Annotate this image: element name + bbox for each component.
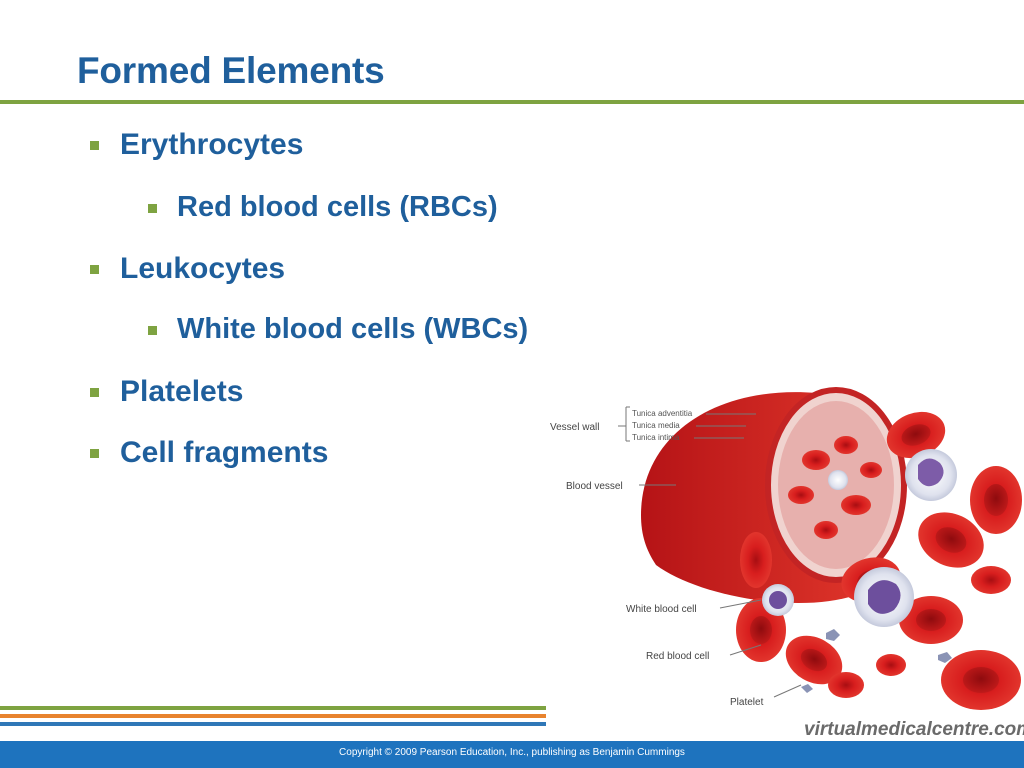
label-white-blood-cell: White blood cell — [626, 604, 697, 615]
copyright-text: Copyright © 2009 Pearson Education, Inc.… — [339, 747, 685, 758]
label-tunica-media: Tunica media — [632, 421, 680, 430]
bullet-item: Platelets — [90, 375, 244, 409]
slide-title: Formed Elements — [77, 50, 385, 91]
blood-vessel-diagram: Vessel wall Tunica adventitia Tunica med… — [550, 387, 1024, 740]
label-tunica-intima: Tunica intima — [632, 433, 680, 442]
bullet-marker-icon — [90, 388, 99, 397]
bullet-text: Leukocytes — [120, 252, 286, 285]
bullet-item: Erythrocytes — [90, 128, 304, 162]
bullet-marker-icon — [148, 204, 157, 213]
platelet-shape — [801, 684, 813, 693]
rbc-shape — [834, 436, 858, 454]
bullet-item: Cell fragments — [90, 436, 329, 470]
bullet-text: Platelets — [120, 375, 244, 408]
footer-stripe-orange — [0, 714, 546, 718]
bullet-item: White blood cells (WBCs) — [148, 313, 529, 346]
label-tunica-adventitia: Tunica adventitia — [632, 409, 693, 418]
bullet-item: Red blood cells (RBCs) — [148, 191, 498, 224]
platelet-shape — [938, 652, 952, 663]
platelet-shape — [826, 629, 840, 641]
rbc-shape — [828, 672, 864, 698]
label-platelet: Platelet — [730, 697, 764, 708]
rbc-shape — [971, 566, 1011, 594]
watermark-logo: virtualmedicalcentre.com — [804, 719, 1024, 740]
rbc-shape — [876, 654, 906, 676]
label-blood-vessel: Blood vessel — [566, 481, 623, 492]
bullet-item: Leukocytes — [90, 252, 286, 286]
rbc-shape — [802, 450, 830, 470]
rbc-shape — [860, 462, 882, 478]
rbc-shape — [740, 532, 772, 588]
footer-stripe-green — [0, 706, 546, 710]
bullet-marker-icon — [90, 449, 99, 458]
bullet-marker-icon — [90, 141, 99, 150]
footer-bar — [0, 741, 1024, 768]
bullet-marker-icon — [148, 326, 157, 335]
rbc-shape — [788, 486, 814, 504]
rbc-shape — [841, 495, 871, 515]
blood-cells-illustration: Vessel wall Tunica adventitia Tunica med… — [546, 365, 1024, 742]
title-divider — [0, 100, 1024, 104]
bullet-text: Red blood cells (RBCs) — [177, 191, 498, 223]
label-vessel-wall: Vessel wall — [550, 422, 599, 433]
rbc-shape — [814, 521, 838, 539]
bullet-text: White blood cells (WBCs) — [177, 313, 529, 345]
bullet-text: Cell fragments — [120, 436, 329, 469]
wbc-shape — [828, 470, 848, 490]
label-red-blood-cell: Red blood cell — [646, 651, 709, 662]
bullet-marker-icon — [90, 265, 99, 274]
bullet-text: Erythrocytes — [120, 128, 304, 161]
footer-stripe-blue — [0, 722, 546, 726]
